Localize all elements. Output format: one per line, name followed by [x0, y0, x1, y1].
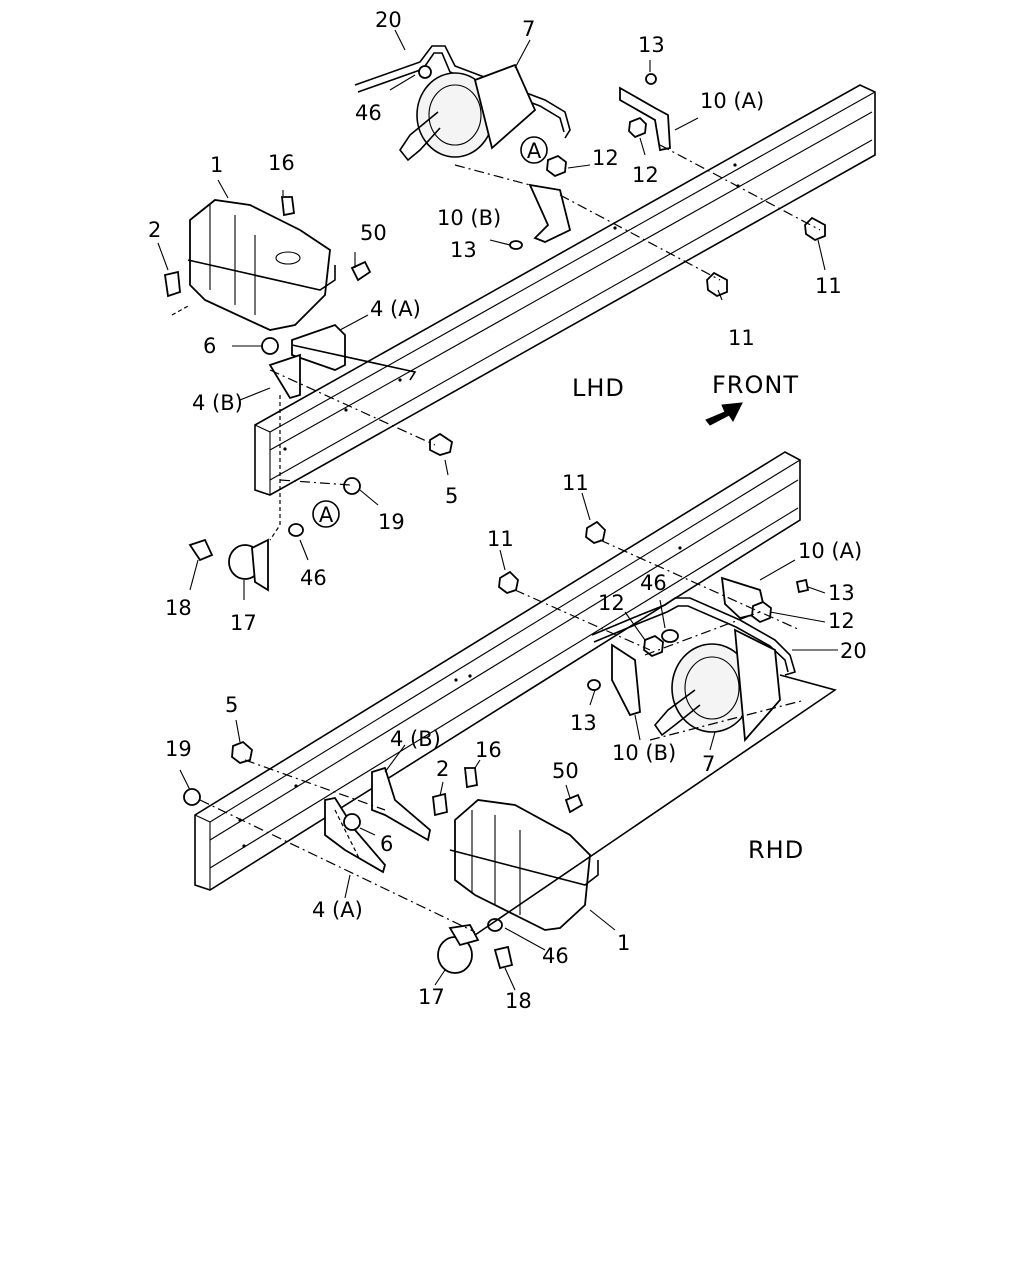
callout-46: 46 — [542, 944, 569, 968]
callout-13: 13 — [638, 33, 665, 57]
callout-12: 12 — [828, 609, 855, 633]
callout-1: 1 — [617, 931, 630, 955]
callout-11: 11 — [562, 471, 589, 495]
rhd-tank-assembly — [591, 597, 796, 743]
lhd-frame-rail — [254, 84, 876, 496]
callout-13: 13 — [828, 581, 855, 605]
lhd-bracket-10a — [619, 73, 671, 152]
callout-6: 6 — [380, 832, 393, 856]
ref-marker-label: A — [319, 503, 334, 527]
callout-50: 50 — [552, 759, 579, 783]
callout-20: 20 — [375, 8, 402, 32]
callout-6: 6 — [203, 334, 216, 358]
callout-13: 13 — [450, 238, 477, 262]
rhd-brackets-4 — [183, 740, 431, 874]
callout-17: 17 — [418, 985, 445, 1009]
callout-12: 12 — [632, 163, 659, 187]
callout-46: 46 — [300, 566, 327, 590]
callout-4b: 4 (B) — [390, 727, 441, 751]
lhd-tank-assembly — [354, 45, 571, 162]
callout-1: 1 — [210, 153, 223, 177]
callout-7: 7 — [702, 752, 715, 776]
lhd-reservoir-tank — [163, 196, 372, 331]
callout-12: 12 — [592, 146, 619, 170]
callout-50: 50 — [360, 221, 387, 245]
callout-46: 46 — [355, 101, 382, 125]
callout-5: 5 — [225, 693, 238, 717]
callout-2: 2 — [148, 218, 161, 242]
callout-19: 19 — [378, 510, 405, 534]
lhd-ref-marker-2: A — [312, 500, 340, 528]
callout-4b: 4 (B) — [192, 391, 243, 415]
callout-4a: 4 (A) — [312, 898, 363, 922]
rhd-gauge — [437, 924, 514, 974]
rhd-leader-lines — [179, 492, 838, 991]
callout-17: 17 — [230, 611, 257, 635]
ref-marker-label: A — [527, 139, 542, 163]
callout-18: 18 — [165, 596, 192, 620]
callout-10a: 10 (A) — [798, 539, 862, 563]
callout-16: 16 — [268, 151, 295, 175]
callout-11: 11 — [815, 274, 842, 298]
rhd-bolts-11 — [498, 520, 606, 595]
lhd-callouts: 20 7 13 46 10 (A) 12 12 1 16 10 (B) 2 50… — [148, 8, 842, 635]
front-direction-label: FRONT — [712, 371, 799, 399]
callout-10a: 10 (A) — [700, 89, 764, 113]
callout-19: 19 — [165, 737, 192, 761]
lhd-gauge — [188, 523, 304, 592]
callout-46: 46 — [640, 571, 667, 595]
callout-18: 18 — [505, 989, 532, 1013]
rhd-reservoir-tank — [432, 767, 599, 932]
callout-4a: 4 (A) — [370, 297, 421, 321]
callout-2: 2 — [436, 757, 449, 781]
rhd-bracket-10b — [587, 634, 664, 717]
callout-11: 11 — [487, 527, 514, 551]
lhd-bracket-10b — [509, 154, 572, 250]
callout-12: 12 — [598, 591, 625, 615]
lhd-view-title: LHD — [572, 374, 625, 402]
callout-5: 5 — [445, 484, 458, 508]
arrow-up-right-icon — [705, 402, 743, 426]
rhd-bracket-10a — [720, 576, 810, 624]
lhd-leader-lines — [157, 29, 826, 600]
callout-7: 7 — [522, 17, 535, 41]
callout-13: 13 — [570, 711, 597, 735]
lhd-brackets-4 — [261, 323, 454, 495]
callout-10b: 10 (B) — [612, 741, 676, 765]
callout-11: 11 — [728, 326, 755, 350]
rhd-frame-rail — [194, 451, 801, 891]
callout-20: 20 — [840, 639, 867, 663]
callout-16: 16 — [475, 738, 502, 762]
rhd-callouts: 11 11 10 (A) 46 13 12 12 20 13 10 (B) 7 … — [165, 471, 867, 1013]
lhd-ref-marker-1: A — [520, 136, 548, 164]
rhd-view-title: RHD — [748, 836, 804, 864]
callout-10b: 10 (B) — [437, 206, 501, 230]
lhd-bolts-11 — [706, 216, 826, 298]
